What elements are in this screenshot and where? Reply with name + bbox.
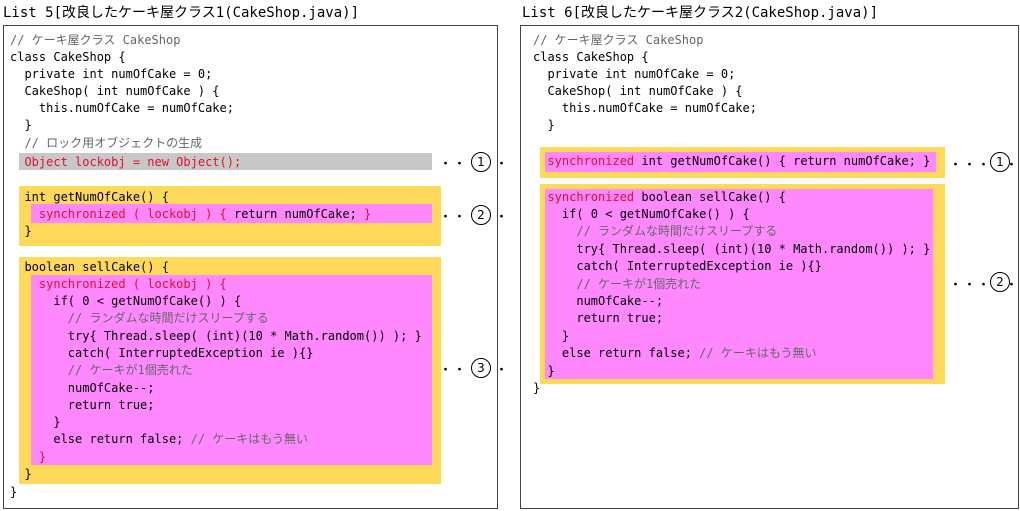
- code-line: }: [533, 364, 555, 378]
- code-line: return true;: [10, 398, 155, 412]
- code-line: }: [10, 467, 32, 481]
- code-line: if( 0 < getNumOfCake() ) {: [10, 294, 242, 308]
- code-line: // ケーキが1個売れた: [10, 363, 193, 377]
- code-line: numOfCake--;: [10, 381, 155, 395]
- code-line: }: [533, 381, 541, 395]
- list6-code-frame: // ケーキ屋クラス CakeShop class CakeShop { pri…: [520, 25, 1019, 509]
- list5-title: List 5[改良したケーキ屋クラス1(CakeShop.java)]: [3, 5, 360, 21]
- marker-1: 1: [471, 152, 491, 172]
- code-line: Object lockobj = new Object();: [10, 155, 242, 169]
- sync-keyword: synchronized: [533, 154, 635, 168]
- comment: // ケーキはもう無い: [190, 432, 308, 446]
- code-line: numOfCake--;: [533, 294, 664, 308]
- code-line: CakeShop( int numOfCake ) {: [10, 84, 220, 98]
- list5-lockobj-highlight: [19, 153, 432, 170]
- code-line: // ケーキ屋クラス CakeShop: [10, 33, 181, 47]
- code-line: // ケーキが1個売れた: [533, 277, 702, 291]
- code-line: // ランダムな時間だけスリープする: [533, 224, 778, 238]
- code-line: this.numOfCake = numOfCake;: [533, 101, 757, 115]
- sync-keyword: synchronized: [533, 190, 635, 204]
- code-line: synchronized int getNumOfCake() { return…: [533, 153, 930, 170]
- code-line: int getNumOfCake() {: [10, 190, 169, 204]
- code-fragment: else return false;: [533, 346, 700, 360]
- code-fragment: boolean sellCake() {: [634, 190, 786, 204]
- code-line: synchronized boolean sellCake() {: [533, 189, 786, 206]
- list5-code: // ケーキ屋クラス CakeShop class CakeShop { pri…: [10, 32, 422, 499]
- list5-code-frame: // ケーキ屋クラス CakeShop class CakeShop { pri…: [3, 25, 508, 509]
- code-line: }: [10, 415, 61, 429]
- code-line: this.numOfCake = numOfCake;: [10, 101, 234, 115]
- list6-sellcake-sync-highlight: [545, 189, 933, 379]
- code-line: synchronized ( lockobj ) { return numOfC…: [10, 206, 371, 223]
- list6-title: List 6[改良したケーキ屋クラス2(CakeShop.java)]: [522, 5, 879, 21]
- marker-2: 2: [990, 272, 1010, 292]
- code-line: }: [533, 118, 555, 132]
- code-line: }: [10, 118, 32, 132]
- code-line: try{ Thread.sleep( (int)(10 * Math.rando…: [533, 242, 931, 256]
- code-line: private int numOfCake = 0;: [10, 67, 213, 81]
- code-line: }: [533, 329, 570, 343]
- code-fragment: int getNumOfCake() { return numOfCake; }: [634, 154, 931, 168]
- code-line: catch( InterruptedException ie ){}: [533, 259, 822, 273]
- code-line: // ケーキ屋クラス CakeShop: [533, 33, 704, 47]
- code-line: // ロック用オブジェクトの生成: [10, 136, 203, 150]
- code-line: CakeShop( int numOfCake ) {: [533, 84, 743, 98]
- comment: // ケーキはもう無い: [699, 346, 817, 360]
- code-line: class CakeShop {: [10, 50, 126, 64]
- list6-code: // ケーキ屋クラス CakeShop class CakeShop { pri…: [533, 32, 930, 395]
- code-line: else return false; // ケーキはもう無い: [533, 345, 817, 362]
- code-line: return true;: [533, 311, 664, 325]
- code-line: }: [10, 224, 32, 238]
- list6-getnum-sync-highlight: [545, 152, 936, 172]
- code-line: try{ Thread.sleep( (int)(10 * Math.rando…: [10, 329, 422, 343]
- code-fragment: return numOfCake;: [226, 207, 365, 221]
- list5-getnum-sync-highlight: [31, 204, 432, 223]
- code-line: else return false; // ケーキはもう無い: [10, 431, 308, 448]
- sync-keyword: synchronized ( lockobj ) {: [10, 207, 227, 221]
- marker-2: 2: [471, 205, 491, 225]
- code-line: private int numOfCake = 0;: [533, 67, 736, 81]
- marker-3: 3: [471, 358, 491, 378]
- marker-1: 1: [990, 152, 1010, 172]
- code-line: if( 0 < getNumOfCake() ) {: [533, 207, 750, 221]
- code-line: boolean sellCake() {: [10, 260, 169, 274]
- code-fragment: else return false;: [10, 432, 191, 446]
- code-line: }: [10, 450, 47, 464]
- brace: }: [364, 207, 372, 221]
- code-line: class CakeShop {: [533, 50, 649, 64]
- code-line: catch( InterruptedException ie ){}: [10, 346, 314, 360]
- code-line: synchronized ( lockobj ) {: [10, 277, 227, 291]
- list5-sellcake-sync-highlight: [31, 275, 432, 465]
- code-line: }: [10, 485, 18, 499]
- code-line: // ランダムな時間だけスリープする: [10, 311, 269, 325]
